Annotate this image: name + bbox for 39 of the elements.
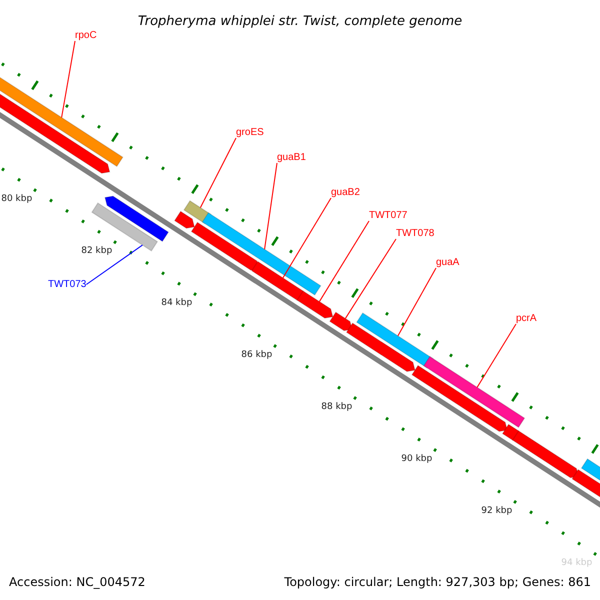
scale-label: 88 kbp [321, 402, 352, 412]
footer-text: Accession: NC_004572 [9, 575, 146, 589]
leader-line [86, 244, 143, 285]
gene-feature-bar [251, 260, 306, 301]
gene-label: guaA [436, 257, 460, 268]
gene-label: guaB1 [277, 152, 306, 163]
gene-feature-bar [512, 430, 580, 478]
gene-feature-bar [411, 364, 508, 432]
scale-label: 86 kbp [241, 350, 272, 360]
leader-line [264, 162, 278, 250]
gene-feature-bar [329, 312, 353, 332]
scale-label: 90 kbp [401, 454, 432, 464]
gene-label: TWT078 [396, 228, 434, 239]
gene-label: guaB2 [331, 187, 360, 198]
leader-line [344, 238, 396, 319]
gene-feature-bar [104, 196, 170, 242]
leader-line [282, 198, 332, 278]
gene-label: groES [236, 127, 264, 138]
leader-line [61, 40, 76, 118]
gene-feature-bar [202, 212, 322, 296]
gene-feature-bar [190, 222, 260, 271]
gene-feature-bar [174, 210, 196, 229]
gene-feature-bar [423, 356, 526, 428]
gene-feature-bar [346, 322, 416, 372]
gene-label: pcrA [516, 313, 537, 324]
title: Tropheryma whipplei str. Twist, complete genome [138, 14, 462, 29]
leader-line [200, 138, 236, 208]
scale-label: 80 kbp [1, 194, 32, 204]
gene-label: rpoC [75, 30, 97, 41]
gene-label: TWT073 [48, 279, 86, 290]
footer-text: Topology: circular; Length: 927,303 bp; Genes: 861 [284, 575, 591, 589]
scale-label: 84 kbp [161, 298, 192, 308]
gene-label: TWT077 [369, 210, 408, 221]
gene-feature-bar [296, 290, 334, 319]
leader-line [476, 324, 516, 388]
scale-label: 82 kbp [81, 246, 112, 256]
leader-line [318, 220, 370, 302]
scale-label: 92 kbp [481, 506, 512, 516]
leader-line [397, 268, 436, 336]
